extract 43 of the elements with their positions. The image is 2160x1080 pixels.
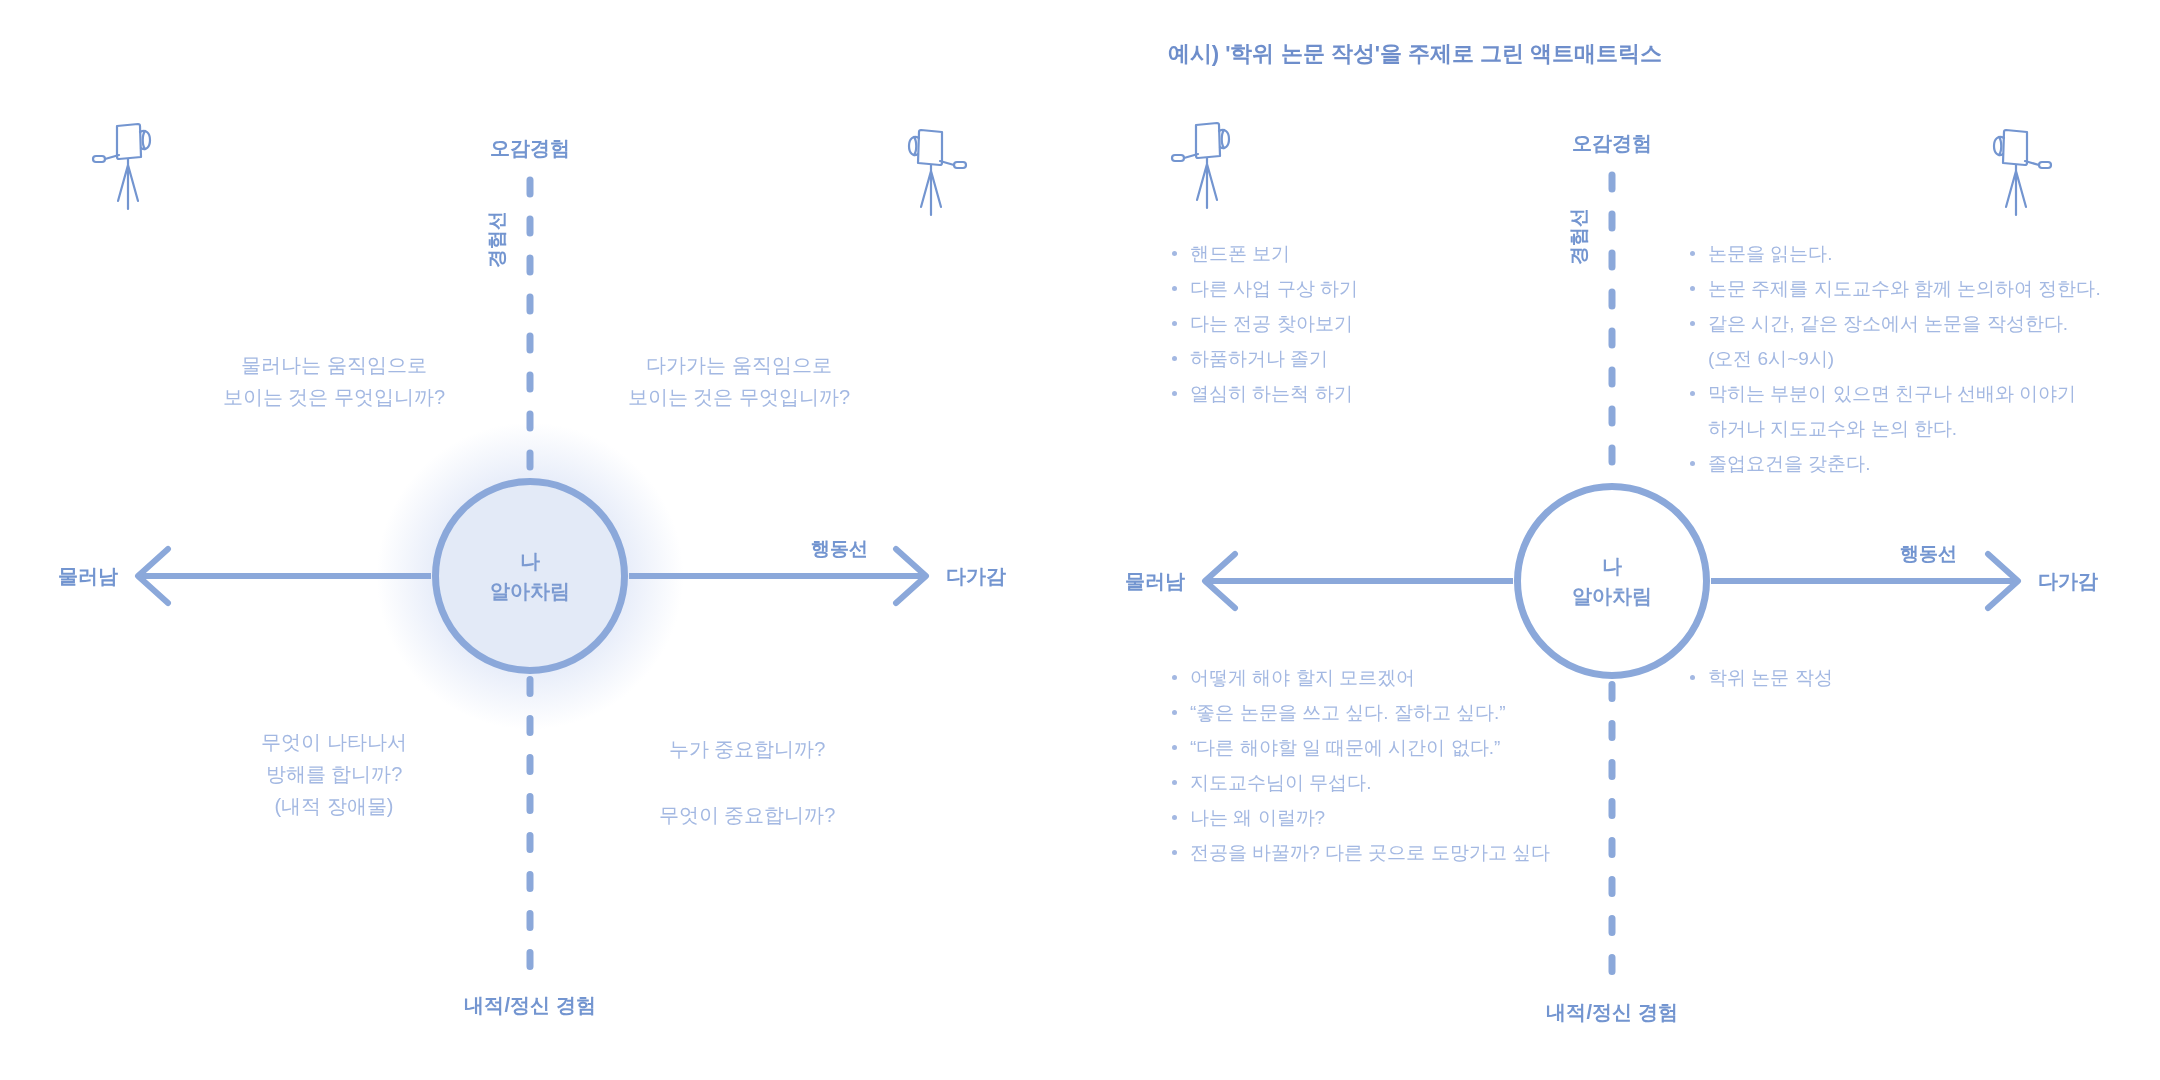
axis-label: 오감경험 bbox=[1572, 131, 1652, 155]
arrow bbox=[1711, 551, 2021, 611]
axis-label: 물러남 bbox=[1125, 569, 1185, 593]
circle-label: 나 bbox=[1602, 554, 1622, 579]
question-text: 물러나는 움직임으로 보이는 것은 무엇입니까? bbox=[221, 353, 447, 410]
list-item-text: 학위 논문 작성 bbox=[1708, 666, 1833, 690]
list-item-text: 막히는 부분이 있으면 친구나 선배와 이야기 하거나 지도교수와 논의 한다. bbox=[1708, 382, 2078, 441]
edge-label: 경험선 bbox=[1568, 207, 1590, 264]
list-item-text: 열심히 하는척 하기 bbox=[1190, 382, 1353, 406]
axis-label: 다가감 bbox=[946, 564, 1006, 588]
axis-label: 오감경험 bbox=[490, 136, 570, 160]
arrow bbox=[135, 546, 431, 606]
edge-label: 행동선 bbox=[1900, 543, 1958, 565]
arrow bbox=[629, 546, 929, 606]
list-item-text: 같은 시간, 같은 장소에서 논문을 작성한다. (오전 6시~9시) bbox=[1708, 312, 2069, 371]
list-item-text: 하품하거나 졸기 bbox=[1190, 347, 1329, 371]
axis-label: 물러남 bbox=[58, 564, 118, 588]
list-item-text: 졸업요건을 갖춘다. bbox=[1708, 452, 1871, 476]
list-item-text: 어떻게 해야 할지 모르겠어 bbox=[1190, 666, 1415, 690]
list-item-text: “좋은 논문을 쓰고 싶다. 잘하고 싶다.” bbox=[1190, 701, 1506, 725]
list-item-text: 다른 사업 구상 하기 bbox=[1190, 277, 1358, 301]
list-item-text: 나는 왜 이럴까? bbox=[1190, 806, 1326, 830]
list-item-text: “다른 해야할 일 때문에 시간이 없다.” bbox=[1190, 736, 1501, 760]
question-text: 무엇이 중요합니까? bbox=[657, 803, 837, 828]
list-item-text: 다는 전공 찾아보기 bbox=[1190, 312, 1353, 336]
list-item-text: 논문 주제를 지도교수와 함께 논의하여 정한다. bbox=[1708, 277, 2101, 301]
question-text: 무엇이 나타나서 방해를 합니까? (내적 장애물) bbox=[260, 730, 408, 819]
circle-label: 나 bbox=[520, 549, 540, 574]
question-text: 다가가는 움직임으로 보이는 것은 무엇입니까? bbox=[626, 353, 852, 410]
arrow bbox=[1202, 551, 1513, 611]
circle-label: 알아차림 bbox=[1572, 584, 1652, 609]
axis-label: 내적/정신 경험 bbox=[1546, 1000, 1678, 1024]
list-item-text: 핸드폰 보기 bbox=[1190, 242, 1291, 266]
list-item-text: 지도교수님이 무섭다. bbox=[1190, 771, 1372, 795]
axis-label: 다가감 bbox=[2038, 569, 2098, 593]
list-item-text: 논문을 읽는다. bbox=[1708, 242, 1833, 266]
edge-label: 행동선 bbox=[811, 538, 869, 560]
axis-label: 내적/정신 경험 bbox=[464, 993, 596, 1017]
list-item-text: 전공을 바꿀까? 다른 곳으로 도망가고 싶다 bbox=[1190, 841, 1550, 865]
title: 예시) '학위 논문 작성'을 주제로 그린 액트매트릭스 bbox=[1167, 39, 1663, 68]
edge-label: 경험선 bbox=[486, 210, 508, 267]
circle-label: 알아차림 bbox=[490, 579, 570, 604]
question-text: 누가 중요합니까? bbox=[667, 737, 827, 762]
